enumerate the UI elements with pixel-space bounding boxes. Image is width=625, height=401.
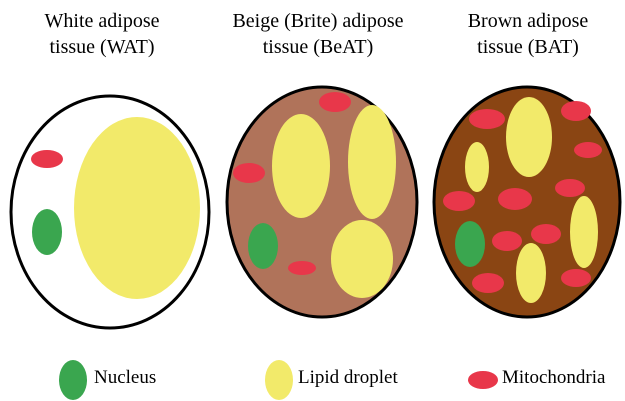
- mitochondria-legend-icon: [466, 359, 502, 401]
- bat-lipid-droplet-3: [570, 196, 598, 268]
- bat-lipid-droplet-1: [506, 97, 552, 177]
- beat-lipid-droplet-3: [331, 220, 393, 298]
- beat-mitochondrion-1: [319, 92, 351, 112]
- bat-mitochondrion-5: [498, 188, 532, 210]
- beat-lipid-droplet-1: [272, 114, 330, 218]
- lipid-droplet-legend-icon: [262, 359, 298, 401]
- wat-lipid-droplet: [74, 117, 200, 299]
- bat-mitochondrion-6: [555, 179, 585, 197]
- bat-mitochondrion-10: [561, 269, 591, 287]
- legend-nucleus-label: Nucleus: [94, 367, 156, 389]
- wat-nucleus: [32, 209, 62, 255]
- legend-nucleus: Nucleus: [56, 359, 186, 401]
- bat-lipid-droplet-4: [516, 243, 546, 303]
- bat-cell: [434, 87, 620, 317]
- legend-lipid-droplet-label: Lipid droplet: [298, 367, 398, 389]
- beat-nucleus: [248, 223, 278, 269]
- bat-mitochondrion-7: [492, 231, 522, 251]
- beat-mitochondrion-3: [288, 261, 316, 275]
- beat-mitochondrion-2: [233, 163, 265, 183]
- bat-mitochondrion-9: [472, 273, 504, 293]
- bat-mitochondrion-1: [469, 109, 505, 129]
- nucleus-legend-icon: [56, 359, 92, 401]
- legend-mitochondria: Mitochondria: [466, 359, 624, 401]
- bat-mitochondrion-2: [561, 101, 591, 121]
- bat-lipid-droplet-2: [465, 142, 489, 192]
- beat-lipid-droplet-2: [348, 105, 396, 219]
- legend-mitochondria-label: Mitochondria: [502, 367, 605, 389]
- bat-mitochondrion-4: [443, 191, 475, 211]
- bat-mitochondrion-3: [574, 142, 602, 158]
- wat-cell: [11, 96, 209, 328]
- beat-cell: [227, 87, 417, 317]
- legend-lipid-droplet: Lipid droplet: [262, 359, 432, 401]
- wat-mitochondrion: [31, 150, 63, 168]
- bat-mitochondrion-8: [531, 224, 561, 244]
- bat-nucleus: [455, 221, 485, 267]
